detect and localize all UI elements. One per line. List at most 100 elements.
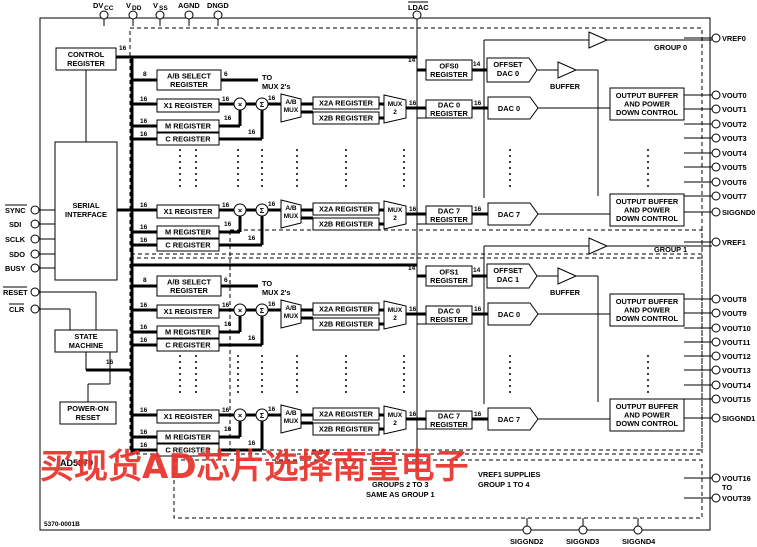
pin-range-to: TO bbox=[722, 483, 732, 492]
offset-dac bbox=[486, 263, 538, 289]
ab-mux-label: A/B bbox=[285, 305, 297, 312]
svg-text:CC: CC bbox=[104, 5, 114, 12]
pin-vout0-label: VOUT0 bbox=[722, 91, 747, 100]
ab-mux-label: A/B bbox=[285, 205, 297, 212]
ab-mux bbox=[280, 199, 302, 229]
c-register: C REGISTER bbox=[156, 338, 220, 352]
pin-vout1-label: VOUT1 bbox=[722, 105, 747, 114]
c-register-text: C REGISTER bbox=[165, 135, 211, 144]
dac-triangle bbox=[487, 202, 539, 226]
ofs-register-text: OFS0 bbox=[439, 61, 458, 70]
buffer-triangle bbox=[557, 61, 578, 79]
bus-width-label: 16 bbox=[222, 407, 230, 414]
pin-vout13-label: VOUT13 bbox=[722, 366, 751, 375]
pin-vout1: VOUT1 bbox=[684, 104, 747, 114]
offset-dac-label: DAC 1 bbox=[497, 275, 519, 284]
x1-register-text: X1 REGISTER bbox=[164, 101, 214, 110]
bus-width-label: 16 bbox=[474, 206, 482, 213]
svg-text:SIGGND4: SIGGND4 bbox=[622, 537, 656, 546]
groups-note-1: GROUPS 2 TO 3 bbox=[372, 480, 429, 489]
pin-vout8-label: VOUT8 bbox=[722, 295, 747, 304]
x2b-register: X2B REGISTER bbox=[312, 317, 380, 331]
pin-siggnd4: SIGGND4 bbox=[622, 518, 656, 546]
ab-mux-label: A/B bbox=[285, 99, 297, 106]
output-buffer-7-text: OUTPUT BUFFER bbox=[616, 402, 679, 411]
mux2 bbox=[383, 300, 407, 330]
x2a-register: X2A REGISTER bbox=[312, 407, 380, 421]
ab-select-register-text: REGISTER bbox=[170, 286, 208, 295]
pin-siggnd1: SIGGND1 bbox=[684, 413, 755, 423]
svg-text:SS: SS bbox=[159, 5, 168, 12]
svg-text:SCLK: SCLK bbox=[5, 235, 26, 244]
svg-text:V: V bbox=[126, 1, 131, 10]
mux2-label: 2 bbox=[393, 315, 397, 322]
mux2 bbox=[383, 94, 407, 124]
pin-sclk: SCLK bbox=[5, 234, 55, 244]
buffer-label: BUFFER bbox=[550, 82, 581, 91]
bus-width-label: 8 bbox=[143, 71, 147, 78]
pin-vout39-label: VOUT39 bbox=[722, 494, 751, 503]
mux2-label: 2 bbox=[393, 109, 397, 116]
dac-triangle bbox=[487, 407, 539, 431]
x1-register: X1 REGISTER bbox=[156, 204, 220, 219]
pin-vout6-label: VOUT6 bbox=[722, 178, 747, 187]
bus-width-label: 16 bbox=[248, 235, 256, 242]
bus-width-label: 16 bbox=[268, 95, 276, 102]
mux2 bbox=[383, 405, 407, 435]
figure-code: 5370-0001B bbox=[44, 521, 80, 528]
mux2-label: MUX bbox=[388, 101, 403, 108]
x2a-register: X2A REGISTER bbox=[312, 96, 380, 110]
pin-vout16: VOUT16 bbox=[684, 473, 751, 483]
ab-select-register-text: A/B SELECT bbox=[167, 277, 211, 286]
pin-siggnd1-label: SIGGND1 bbox=[722, 414, 755, 423]
pin-vout0: VOUT0 bbox=[684, 90, 747, 100]
adder-glyph: Σ bbox=[260, 306, 265, 315]
ab-select-register-text: A/B SELECT bbox=[167, 71, 211, 80]
m-register-text: M REGISTER bbox=[165, 228, 212, 237]
control-register: CONTROL REGISTER bbox=[55, 47, 117, 71]
serial-interface: SERIAL INTERFACE bbox=[54, 141, 118, 281]
pin-busy: BUSY bbox=[5, 263, 55, 273]
m-register-text: M REGISTER bbox=[165, 122, 212, 131]
x1-register: X1 REGISTER bbox=[156, 98, 220, 113]
bus-width-label: 14 bbox=[473, 267, 481, 274]
group0-label: GROUP 0 bbox=[654, 43, 687, 52]
x2b-register-text: X2B REGISTER bbox=[319, 114, 374, 123]
bus-width-label: 16 bbox=[140, 337, 148, 344]
pin-vout8: VOUT8 bbox=[684, 294, 747, 304]
x2b-register: X2B REGISTER bbox=[312, 422, 380, 436]
c-register: C REGISTER bbox=[156, 132, 220, 146]
output-buffer-0-text: OUTPUT BUFFER bbox=[616, 91, 679, 100]
ab-mux-label: MUX bbox=[284, 313, 299, 320]
bus-width-label: 16 bbox=[224, 115, 232, 122]
output-buffer-0-text: DOWN CONTROL bbox=[616, 108, 678, 117]
x2a-register-text: X2A REGISTER bbox=[319, 305, 374, 314]
bus-width-label: 16 bbox=[409, 411, 417, 418]
svg-text:SIGGND2: SIGGND2 bbox=[510, 537, 543, 546]
multiplier-glyph: × bbox=[238, 411, 242, 420]
vref-buffer-triangle bbox=[588, 237, 609, 255]
group1-box-left bbox=[129, 257, 703, 455]
bottom-pins: SIGGND2 SIGGND3 SIGGND4 bbox=[510, 518, 656, 546]
dac-register-text: DAC 0 bbox=[438, 100, 460, 109]
to-mux-label: MUX 2's bbox=[262, 288, 290, 297]
x1-register: X1 REGISTER bbox=[156, 409, 220, 424]
offset-dac-label: OFFSET bbox=[493, 266, 523, 275]
pin-ldac: LDAC bbox=[408, 1, 429, 470]
svg-text:RESET: RESET bbox=[76, 413, 101, 422]
x1-register: X1 REGISTER bbox=[156, 304, 220, 319]
bus-width-label: 16 bbox=[140, 224, 148, 231]
pin-vout39: VOUT39 bbox=[684, 493, 751, 503]
bus-width-label: 16 bbox=[140, 407, 148, 414]
bus-width-label: 16 bbox=[409, 306, 417, 313]
dac-register-text: DAC 0 bbox=[438, 306, 460, 315]
